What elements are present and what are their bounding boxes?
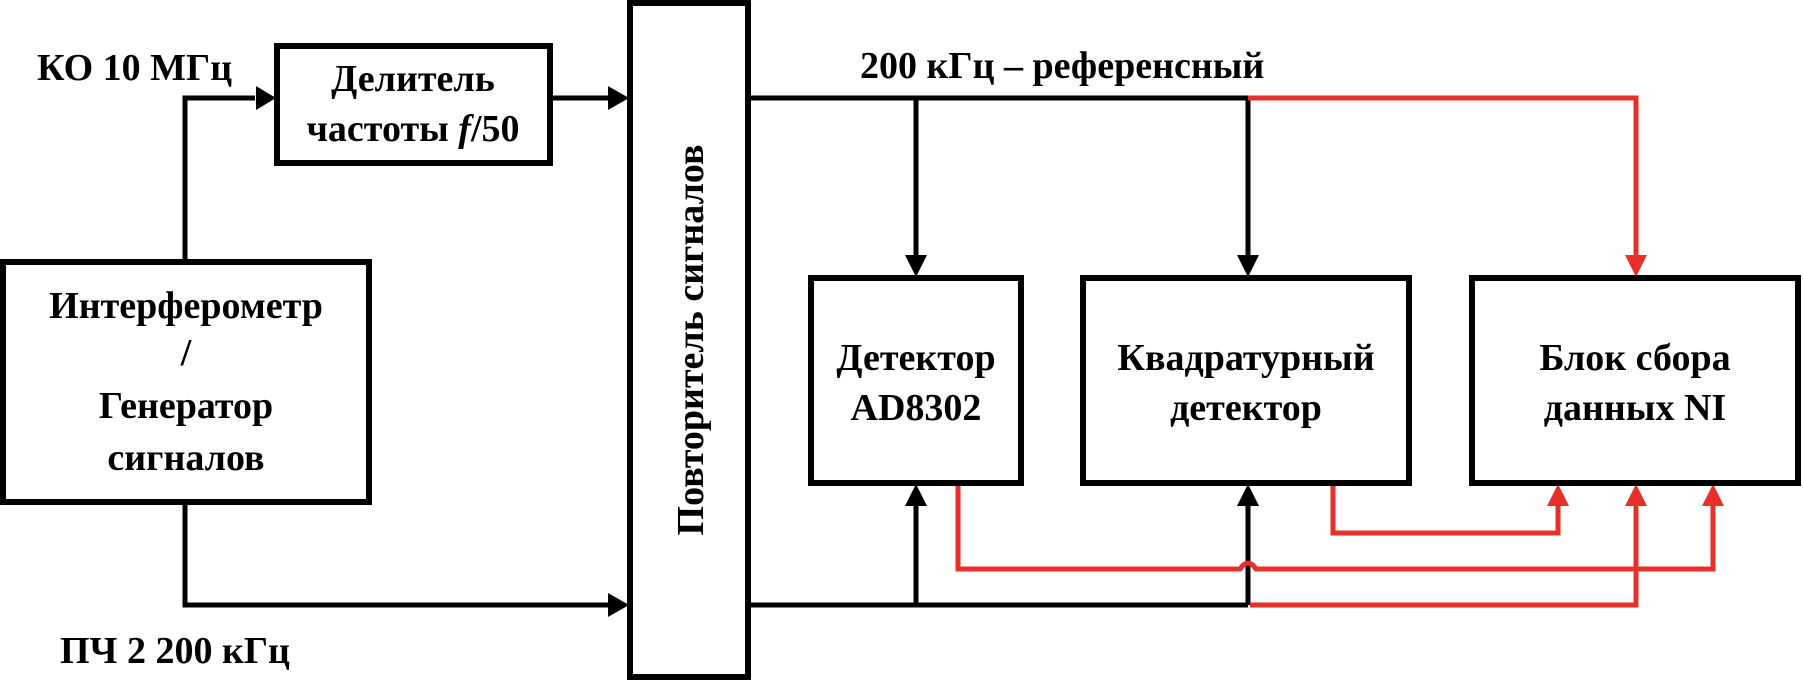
divider-block: Делитель частоты f/50 [274, 43, 553, 166]
arrow-head [608, 86, 629, 110]
quadrature-line2: детектор [1170, 387, 1322, 429]
divider-line2: частоты f/50 [306, 108, 519, 150]
if-line [182, 502, 610, 608]
ref-to-daq-line [1248, 95, 1639, 258]
ad8302-block: Детектор AD8302 [808, 275, 1024, 486]
repeater-block: Повторитель сигналов [627, 0, 751, 680]
if-input-label: ПЧ 2 200 кГц [60, 630, 290, 672]
reference-label: 200 кГц – референсный [860, 45, 1264, 87]
ad8302-line1: Детектор [836, 337, 995, 379]
arrow-head [608, 593, 629, 617]
daq-line2: данных NI [1544, 387, 1726, 429]
arrow-head [905, 484, 927, 506]
interferometer-line3: Генератор [99, 385, 273, 427]
ad8302-line2: AD8302 [851, 387, 982, 429]
data-lines [955, 95, 1724, 608]
interferometer-line4: сигналов [107, 437, 264, 479]
arrow-head [1547, 484, 1569, 506]
repeater-label: Повторитель сигналов [670, 145, 712, 536]
ko-input-label: КО 10 МГц [37, 47, 232, 89]
interferometer-slash: / [180, 332, 192, 374]
signal-lines [182, 86, 1259, 617]
interferometer-block: Интерферометр / Генератор сигналов [0, 259, 372, 505]
signal-to-daq-line [1250, 502, 1639, 608]
arrow-head [1625, 484, 1647, 506]
arrow-head [1702, 484, 1724, 506]
arrow-head [1237, 484, 1259, 506]
arrow-head [905, 255, 927, 277]
daq-line1: Блок сбора [1539, 337, 1730, 379]
daq-block: Блок сбора данных NI [1469, 275, 1801, 486]
ko-line [182, 95, 255, 262]
arrow-head [1237, 255, 1259, 277]
ad8302-to-daq-line [955, 484, 1716, 572]
quadrature-block: Квадратурный детектор [1080, 275, 1412, 486]
arrow-head [1625, 255, 1647, 277]
interferometer-line1: Интерферометр [49, 285, 323, 327]
quadrature-to-daq-line [1330, 484, 1561, 536]
arrow-head [256, 86, 276, 110]
divider-line1: Делитель [331, 58, 495, 100]
quadrature-line1: Квадратурный [1117, 337, 1374, 379]
